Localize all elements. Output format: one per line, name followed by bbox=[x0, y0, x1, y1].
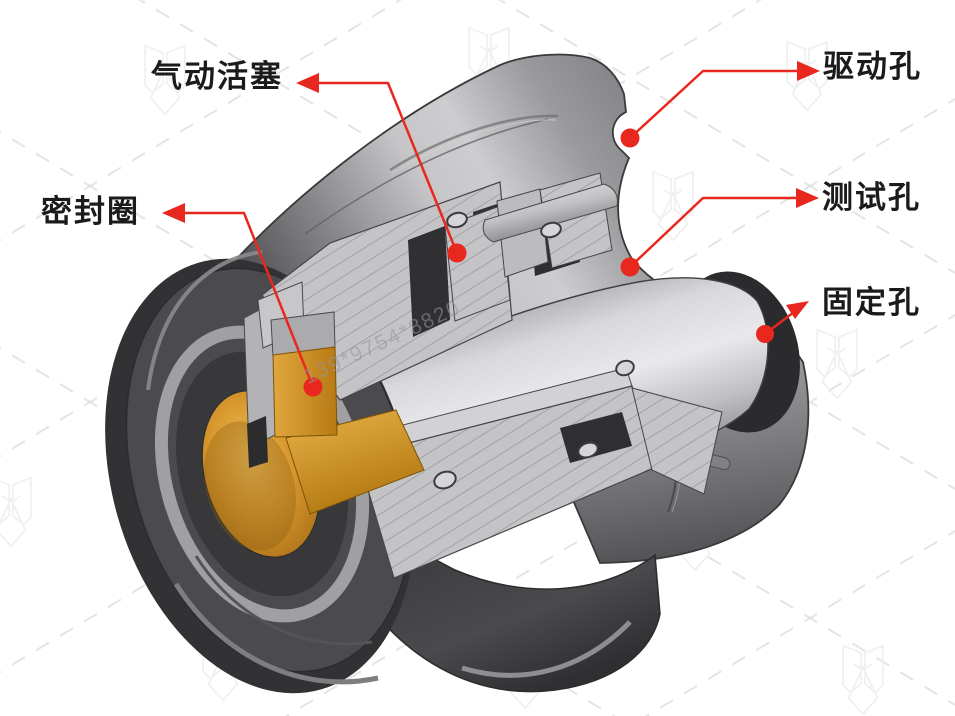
piston-section bbox=[408, 172, 618, 337]
lower-cross-section bbox=[285, 359, 723, 579]
label-test-hole: 测试孔 bbox=[822, 180, 921, 215]
callout-overlay bbox=[162, 61, 820, 397]
label-piston: 气动活塞 bbox=[151, 59, 283, 94]
callout-dot-test-hole bbox=[620, 257, 640, 277]
arrowhead-fixing-hole-icon bbox=[786, 301, 809, 319]
leader-line-piston bbox=[318, 81, 459, 254]
arrowhead-drive-hole-icon bbox=[797, 61, 820, 81]
leader-line-seal bbox=[184, 211, 315, 388]
label-fixing-hole: 固定孔 bbox=[822, 285, 921, 320]
arrowhead-seal-icon bbox=[162, 203, 185, 223]
piston-rod bbox=[482, 183, 618, 243]
callout-dot-piston bbox=[447, 243, 467, 263]
leader-line-test-hole bbox=[629, 196, 798, 268]
screw bbox=[433, 359, 635, 490]
arrowhead-piston-icon bbox=[296, 73, 319, 93]
screw bbox=[446, 211, 562, 239]
label-drive-hole: 驱动孔 bbox=[823, 49, 922, 84]
leader-line-drive-hole bbox=[629, 69, 799, 139]
callout-dot-seal bbox=[303, 377, 323, 397]
callout-dot-fixing-hole bbox=[756, 325, 774, 343]
callout-dot-drive-hole bbox=[620, 128, 640, 148]
label-seal-ring: 密封圈 bbox=[41, 194, 140, 229]
arrowhead-test-hole-icon bbox=[796, 188, 819, 208]
